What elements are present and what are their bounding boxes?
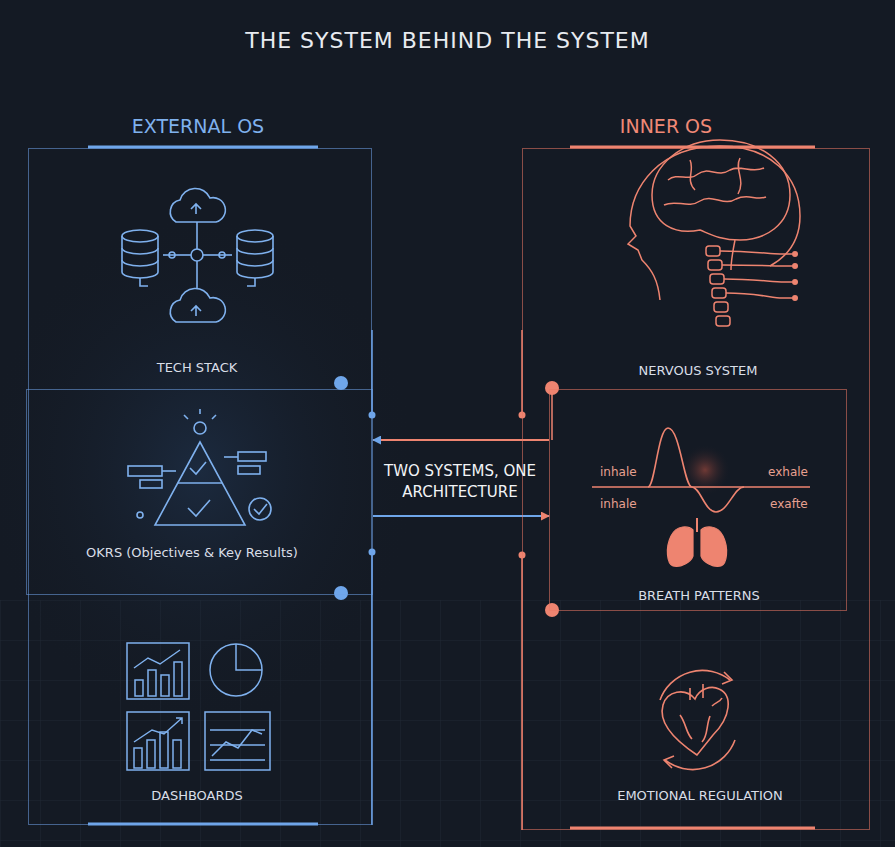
emotional-regulation-icon <box>660 670 735 769</box>
footer-underline <box>88 823 318 826</box>
box-label: OKRS (Objectives & Key Results) <box>86 545 298 561</box>
panel-heading: EXTERNAL OS <box>132 115 264 137</box>
wave-label: inhale <box>600 496 637 512</box>
wire-dots <box>334 376 559 617</box>
breath-wave <box>592 428 810 512</box>
section-label: NERVOUS SYSTEM <box>639 363 758 379</box>
wave-label: inhale <box>600 464 637 480</box>
inner-os-panel: INNER OSinhaleexhaleinhaleexafteBREATH P… <box>522 148 870 830</box>
section-label: EMOTIONAL REGULATION <box>617 788 783 804</box>
okrs-box: OKRS (Objectives & Key Results) <box>26 389 373 595</box>
lungs-icon <box>667 518 726 566</box>
breath-glow <box>679 444 731 496</box>
tech-stack-icon <box>122 188 273 322</box>
dashboards-icon <box>127 643 270 770</box>
nerve-dots <box>792 251 798 301</box>
section-label: TECH STACK <box>157 360 238 376</box>
wires <box>372 330 552 830</box>
breath-patterns-box: inhale exhale inhale exafteBREATH PATTERNS <box>549 389 847 611</box>
okr-pyramid-icon <box>128 409 271 525</box>
center-caption: TWO SYSTEMS, ONE ARCHITECTURE <box>380 461 540 503</box>
wave-label: exafte <box>770 496 808 512</box>
box-label: BREATH PATTERNS <box>638 588 760 604</box>
section-label: DASHBOARDS <box>151 788 243 804</box>
diagram-title: THE SYSTEM BEHIND THE SYSTEM <box>0 28 895 53</box>
external-os-panel: EXTERNAL OSOKRS (Objectives & Key Result… <box>28 148 372 825</box>
blue-glow <box>0 210 420 730</box>
panel-heading: INNER OS <box>620 115 712 137</box>
wave-label: exhale <box>768 464 808 480</box>
nervous-system-icon <box>628 140 800 326</box>
